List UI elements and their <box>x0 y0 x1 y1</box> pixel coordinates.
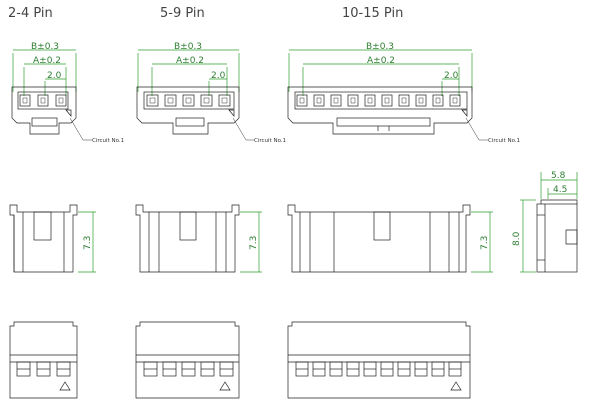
bottom-view-2-4 <box>9 321 78 399</box>
dim-b-5-9: B±0.3 <box>174 42 202 52</box>
top-view-10-15: B±0.3 A±0.2 2.0 Circuit No.1 <box>287 42 520 144</box>
front-view-2-4: 7.3 <box>9 204 96 273</box>
title-2-4-pin: 2-4 Pin <box>8 6 53 21</box>
top-view-2-4: B±0.3 A±0.2 2.0 Circuit No.1 <box>11 42 124 144</box>
dim-a-10-15: A±0.2 <box>367 56 395 66</box>
top-view-5-9: B±0.3 A±0.2 2.0 Circuit No.1 <box>136 42 286 144</box>
front-view-5-9: 7.3 <box>135 204 262 273</box>
top-pin-cells-10-15 <box>296 94 461 107</box>
circuit-note-2-4: Circuit No.1 <box>92 138 124 144</box>
dim-b-2-4: B±0.3 <box>31 42 59 52</box>
dim-a-5-9: A±0.2 <box>176 56 204 66</box>
dim-height-5-9: 7.3 <box>249 236 259 250</box>
circuit-note-5-9: Circuit No.1 <box>254 138 286 144</box>
dim-height-10-15: 7.3 <box>480 236 490 250</box>
dim-side-height: 8.0 <box>512 231 522 246</box>
dim-side-inner: 4.5 <box>553 185 567 195</box>
title-10-15-pin: 10-15 Pin <box>342 6 403 21</box>
front-view-10-15: 7.3 <box>287 204 493 273</box>
dim-pitch-2-4: 2.0 <box>47 71 62 81</box>
side-view: 8.0 5.8 4.5 <box>512 171 578 273</box>
bottom-view-10-15 <box>287 321 471 399</box>
dim-pitch-10-15: 2.0 <box>444 71 459 81</box>
dim-b-10-15: B±0.3 <box>366 42 394 52</box>
dim-height-2-4: 7.3 <box>83 236 93 250</box>
dim-side-width: 5.8 <box>551 171 566 181</box>
circuit-note-10-15: Circuit No.1 <box>488 138 520 144</box>
title-5-9-pin: 5-9 Pin <box>160 6 205 21</box>
dim-a-2-4: A±0.2 <box>33 56 61 66</box>
dim-pitch-5-9: 2.0 <box>211 71 226 81</box>
bottom-view-5-9 <box>135 321 240 399</box>
